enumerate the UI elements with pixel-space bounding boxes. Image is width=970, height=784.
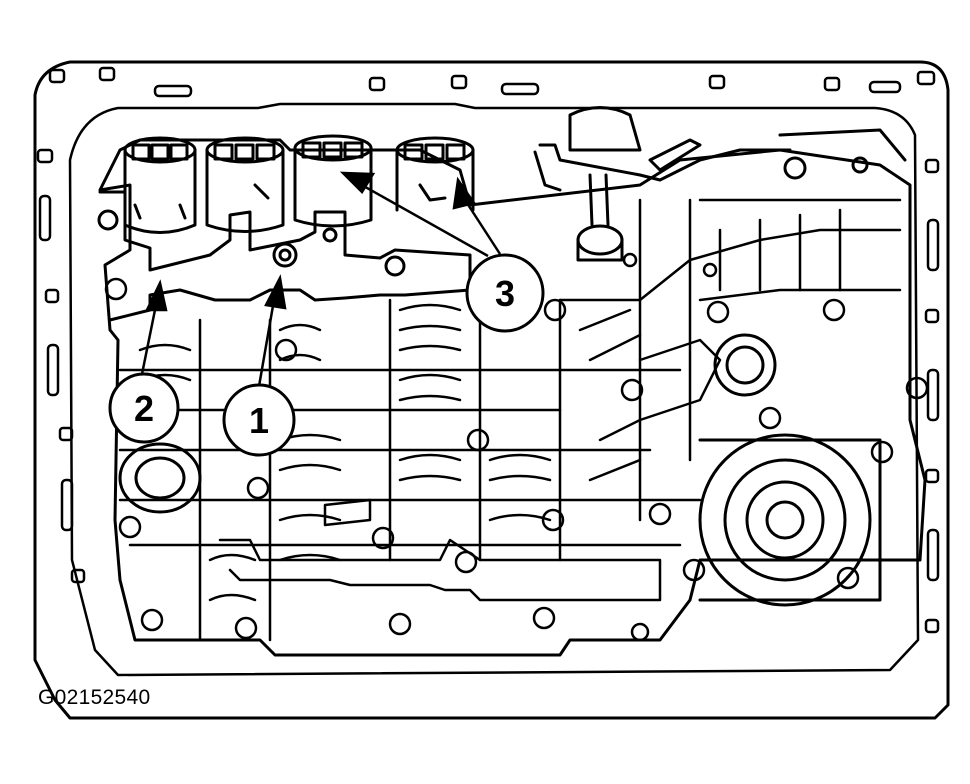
figure-id: G02152540 (38, 686, 151, 709)
callout-2-label: 2 (134, 388, 154, 429)
manual-valve-linkage (533, 106, 907, 262)
case-inner-rim (68, 102, 920, 677)
callout-3-label: 3 (495, 273, 515, 314)
solenoid-pack (97, 134, 475, 322)
callout-leaders (140, 171, 502, 393)
valve-body-channels (118, 198, 902, 642)
flange-bolt-holes (36, 66, 940, 634)
callout-2: 2 (108, 372, 180, 444)
lower-left-bore (118, 442, 202, 514)
callout-3: 3 (465, 253, 545, 333)
case-outer-flange (33, 60, 950, 720)
valve-body-bolts (104, 252, 929, 642)
callout-1: 1 (222, 383, 296, 457)
callout-1-label: 1 (249, 400, 269, 441)
servo-cover (698, 333, 882, 607)
